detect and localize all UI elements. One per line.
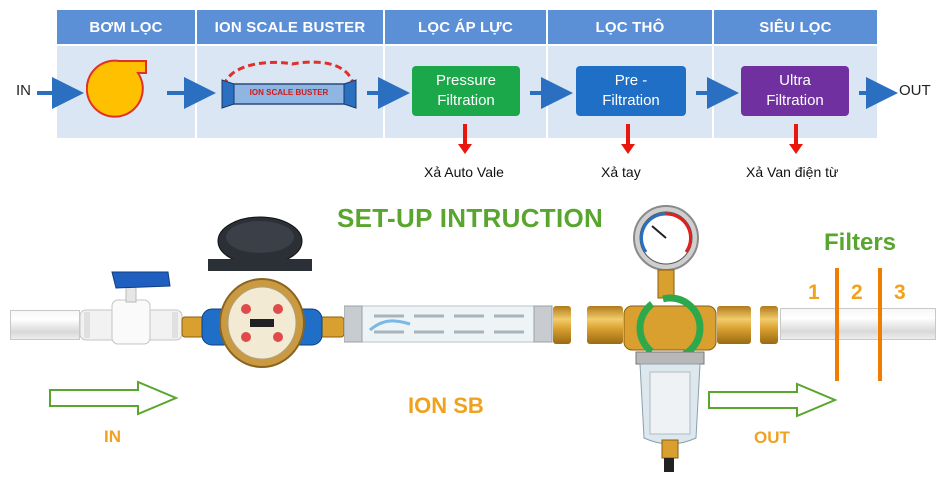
setup-in-label: IN — [104, 427, 121, 446]
drain-label-solenoid: Xả Van điện từ — [746, 164, 839, 180]
inlet-pipe — [10, 310, 80, 340]
drain-arrow-ultra — [789, 124, 803, 154]
setup-in-arrow — [49, 380, 179, 416]
brass-fitting-3 — [717, 306, 751, 344]
ultra-box-line2: Filtration — [766, 92, 824, 109]
outlet-pipe — [780, 308, 936, 340]
filter-number-2: 2 — [851, 281, 863, 304]
stage-header-pressure: LỌC ÁP LỰC — [385, 10, 548, 44]
filter-divider-1 — [835, 268, 839, 381]
filter-divider-2 — [878, 268, 882, 381]
setup-out-label: OUT — [754, 428, 790, 447]
filter-number-1: 1 — [808, 281, 820, 304]
filter-number-3: 3 — [894, 281, 906, 304]
setup-title: SET-UP INTRUCTION — [337, 203, 604, 233]
pump-icon — [86, 59, 147, 118]
stage-header-pre: LỌC THÔ — [548, 10, 714, 44]
pre-box-line2: Filtration — [602, 92, 660, 109]
ion-sb-label: ION SB — [408, 393, 484, 418]
flow-arrows — [37, 77, 898, 109]
pressure-box-line2: Filtration — [437, 92, 495, 109]
stage-header-ion: ION SCALE BUSTER — [197, 10, 385, 44]
water-meter — [181, 216, 345, 368]
drain-label-manual: Xả tay — [601, 164, 641, 180]
ion-scale-buster-device — [221, 60, 357, 109]
drain-arrows — [458, 124, 803, 154]
ultra-box-line1: Ultra — [779, 72, 811, 89]
drain-arrow-pressure — [458, 124, 472, 154]
brass-fitting-2 — [587, 306, 623, 344]
stage-header-pump: BƠM LỌC — [57, 10, 197, 44]
filters-label: Filters — [824, 229, 897, 256]
diagram-in-label: IN — [16, 82, 31, 99]
pre-filter-housing — [623, 294, 717, 472]
setup-out-arrow — [708, 382, 838, 418]
pressure-box-line1: Pressure — [435, 72, 497, 89]
stage-header-ultra: SIÊU LỌC — [714, 10, 877, 44]
ball-valve — [79, 271, 183, 345]
ion-scale-buster-tube — [344, 305, 553, 343]
brass-fitting-4 — [760, 306, 778, 344]
ultra-filtration-box: Ultra Filtration — [741, 66, 849, 116]
brass-fitting-1 — [553, 306, 571, 344]
pre-filtration-box: Pre - Filtration — [576, 66, 686, 116]
drain-arrow-pre — [621, 124, 635, 154]
drain-label-auto-valve: Xả Auto Vale — [424, 164, 504, 180]
ion-device-label: ION SCALE BUSTER — [249, 88, 329, 97]
pre-box-line1: Pre - — [614, 72, 648, 89]
diagram-out-label: OUT — [899, 82, 931, 99]
pressure-filtration-box: Pressure Filtration — [412, 66, 520, 116]
pressure-gauge — [633, 205, 699, 299]
